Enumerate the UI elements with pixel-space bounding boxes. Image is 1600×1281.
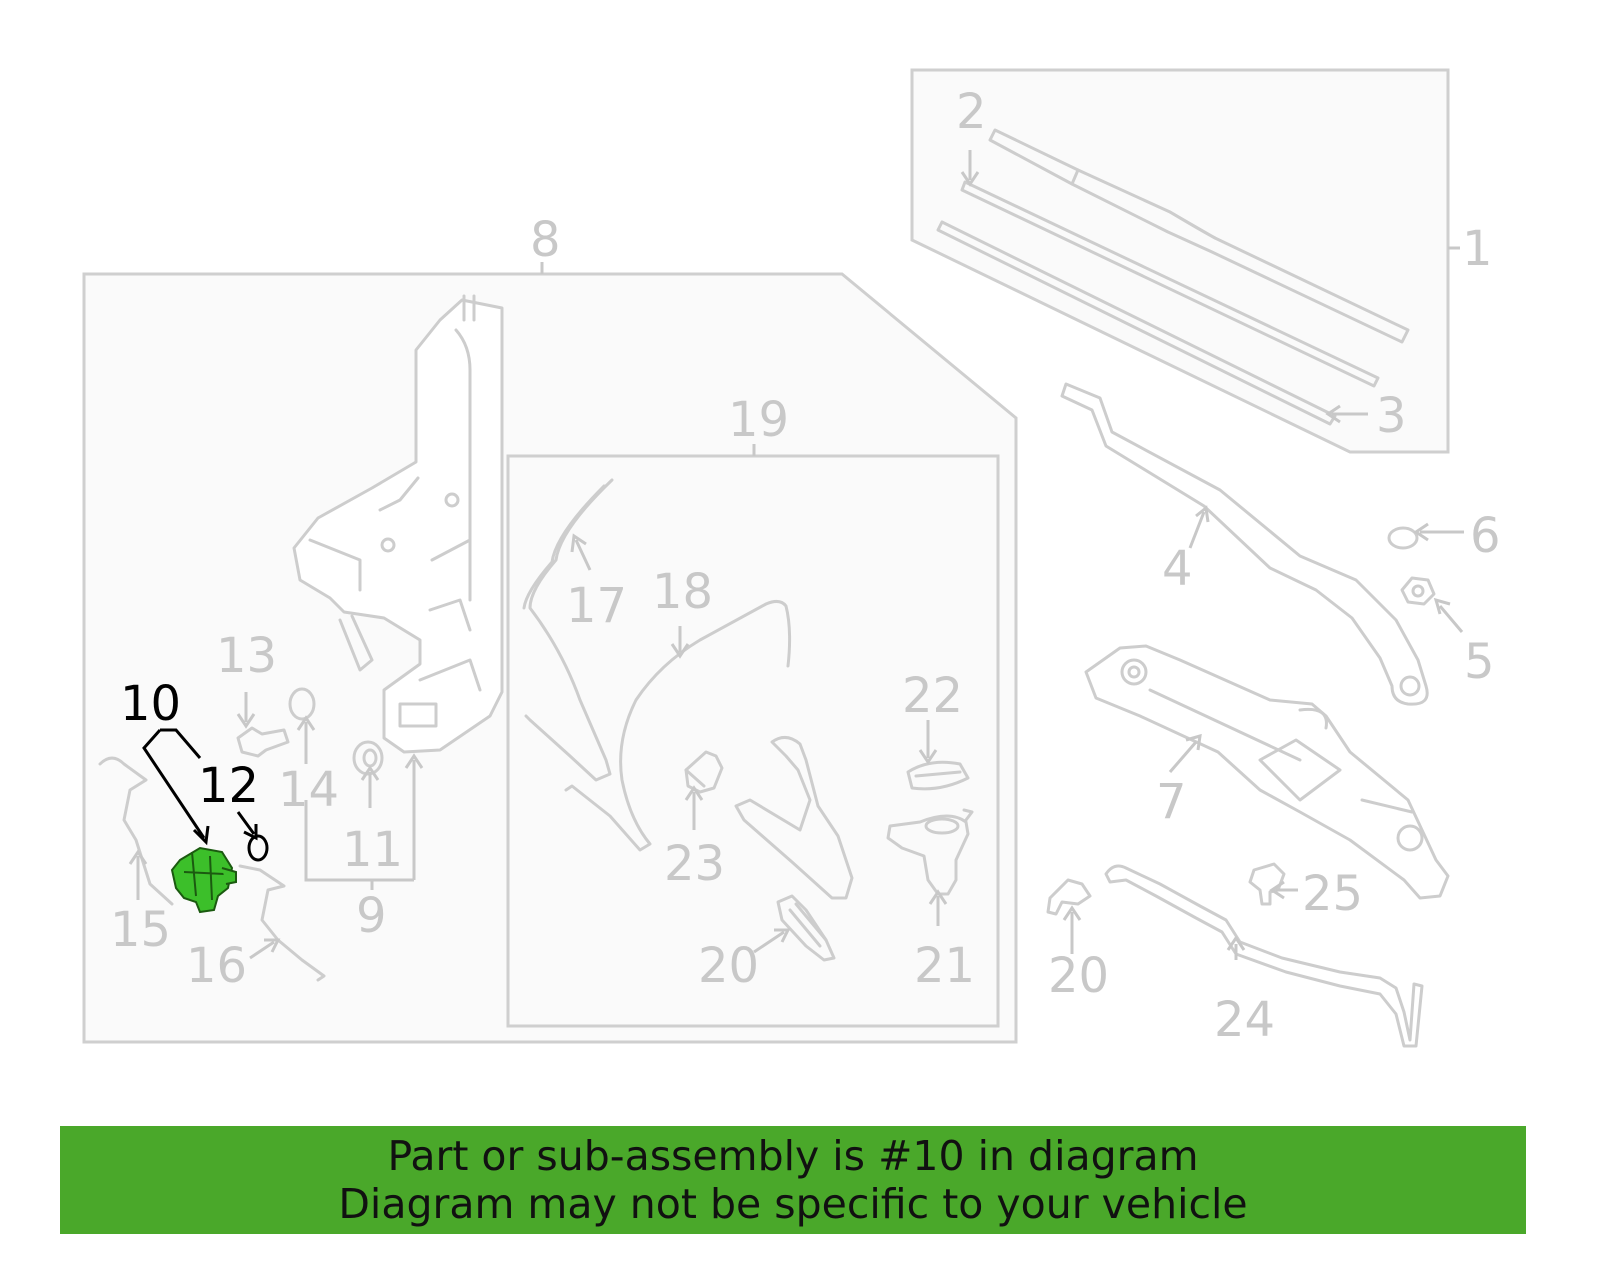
callout-10: 10 <box>120 676 181 732</box>
nozzle-20b-drawing <box>1046 878 1092 916</box>
callout-1: 1 <box>1462 221 1493 277</box>
o-ring-12-drawing <box>247 834 269 862</box>
part-info-banner: Part or sub-assembly is #10 in diagram D… <box>60 1126 1526 1234</box>
callout-2: 2 <box>956 84 987 140</box>
frame-wiper-blade-group <box>910 68 1450 454</box>
callout-4: 4 <box>1162 541 1193 597</box>
washer-pump-highlighted <box>170 846 237 914</box>
callout-9: 9 <box>356 888 387 944</box>
callout-11: 11 <box>342 822 403 878</box>
hose-15-drawing <box>98 756 174 906</box>
hose-24-drawing <box>1104 864 1424 1048</box>
callout-16: 16 <box>186 938 247 994</box>
washer-reservoir-drawing <box>292 294 504 754</box>
banner-line-2: Diagram may not be specific to your vehi… <box>338 1180 1248 1228</box>
callout-14: 14 <box>278 762 339 818</box>
cap-drawing <box>1387 526 1419 550</box>
nozzle-23-drawing <box>684 750 724 794</box>
callout-21: 21 <box>914 938 975 994</box>
frame-hose-group <box>506 454 1000 1028</box>
wiper-linkage-drawing <box>1084 644 1450 900</box>
callout-12: 12 <box>198 758 259 814</box>
leader-lines-highlight <box>142 728 258 846</box>
grommet-14-drawing <box>288 687 316 721</box>
callout-6: 6 <box>1470 508 1501 564</box>
callout-22: 22 <box>902 668 963 724</box>
callout-20b: 20 <box>1048 948 1109 1004</box>
callout-25: 25 <box>1302 866 1363 922</box>
callout-3: 3 <box>1376 388 1407 444</box>
filler-neck-21-drawing <box>886 808 974 896</box>
callout-13: 13 <box>216 628 277 684</box>
callout-15: 15 <box>110 902 171 958</box>
wiper-blade-drawing <box>936 128 1410 426</box>
callout-24: 24 <box>1214 992 1275 1048</box>
callout-7: 7 <box>1156 774 1187 830</box>
filler-neck-hose-drawing <box>734 736 854 900</box>
callout-18: 18 <box>652 564 713 620</box>
callout-5: 5 <box>1464 634 1495 690</box>
callout-17: 17 <box>566 578 627 634</box>
callout-20a: 20 <box>698 938 759 994</box>
banner-line-1: Part or sub-assembly is #10 in diagram <box>387 1132 1199 1180</box>
callout-8: 8 <box>530 212 561 268</box>
hose-17-inner <box>522 484 606 610</box>
nut-drawing <box>1400 576 1436 606</box>
plug-13-drawing <box>236 726 290 758</box>
hose-18-drawing <box>564 599 792 852</box>
wiper-arm-drawing <box>1060 382 1429 706</box>
callout-19: 19 <box>728 392 789 448</box>
leader-lines <box>128 150 1464 960</box>
hose-16-drawing <box>238 864 326 982</box>
callout-23: 23 <box>664 836 725 892</box>
bolt-25-drawing <box>1248 862 1286 906</box>
cap-22-drawing <box>906 760 970 791</box>
hose-17-drawing <box>524 478 614 782</box>
